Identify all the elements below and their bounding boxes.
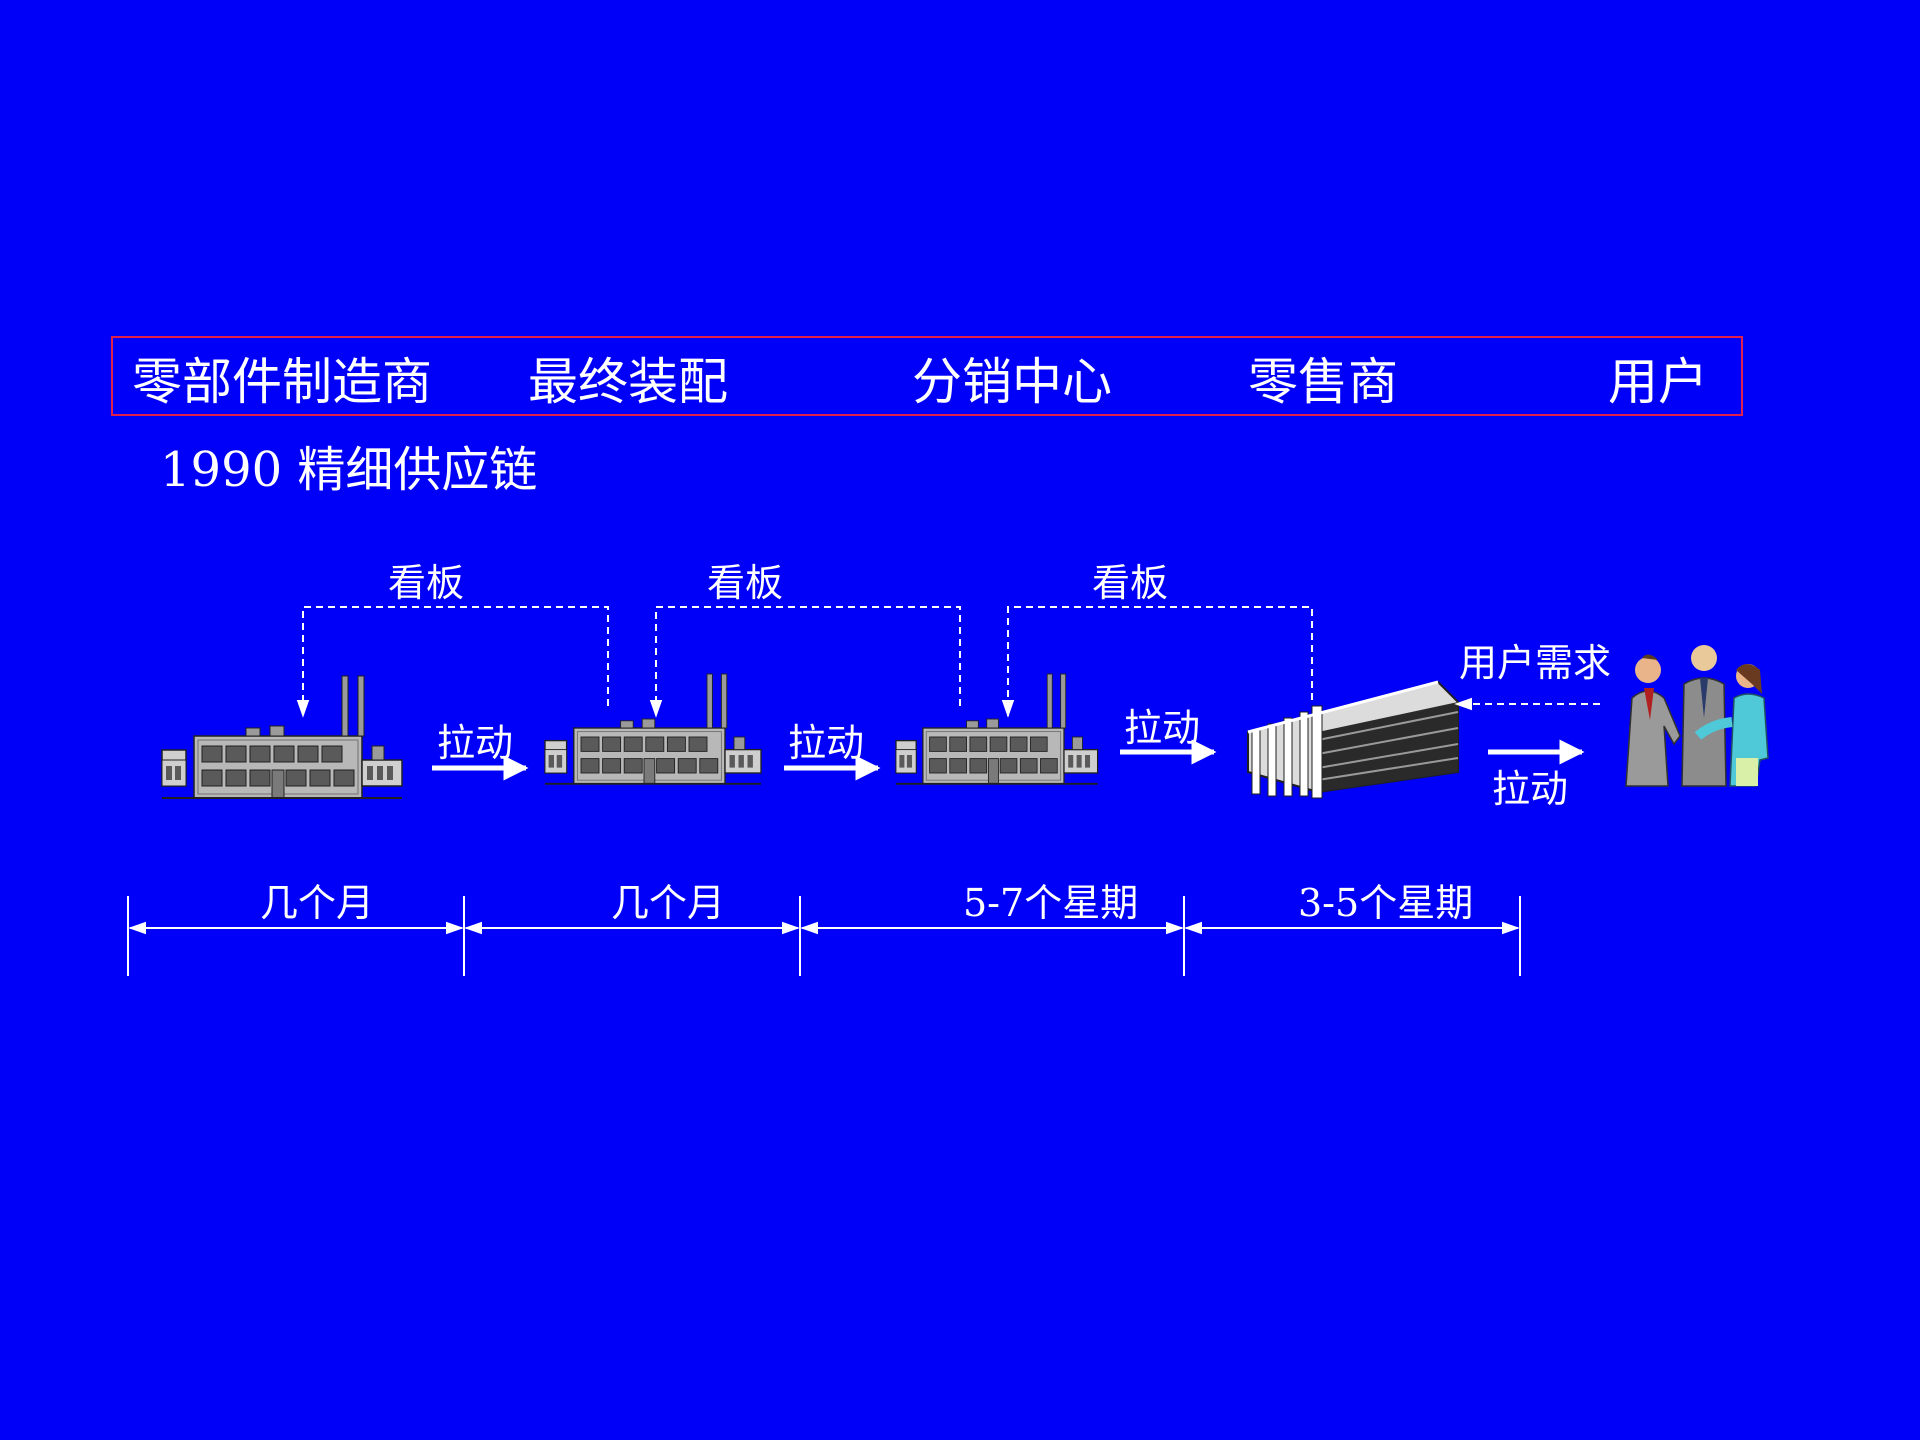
kanban-label-1: 看板 bbox=[388, 561, 465, 605]
period-label-2: 几个月 bbox=[611, 881, 726, 925]
pull-arrows bbox=[432, 739, 1585, 781]
stage-user: 用户 bbox=[1608, 353, 1708, 411]
factory-icon-1 bbox=[161, 675, 403, 799]
pull-label-1: 拉动 bbox=[437, 721, 514, 765]
kanban-label-3: 看板 bbox=[1092, 561, 1169, 605]
stage-header-box bbox=[111, 336, 1743, 416]
stage-distribution-center: 分销中心 bbox=[912, 353, 1112, 411]
pull-label-2: 拉动 bbox=[788, 721, 865, 765]
kanban-feedback-lines bbox=[296, 606, 1600, 718]
diagram-subtitle: 1990 精细供应链 bbox=[160, 442, 538, 498]
factory-icon-3 bbox=[895, 673, 1099, 785]
kanban-label-2: 看板 bbox=[707, 561, 784, 605]
office-building-icon bbox=[1247, 680, 1459, 799]
stage-retailer: 零售商 bbox=[1248, 353, 1398, 411]
pull-label-4: 拉动 bbox=[1492, 767, 1569, 811]
stage-final-assembly: 最终装配 bbox=[528, 353, 728, 411]
factory-icon-2 bbox=[544, 673, 762, 785]
period-label-4: 3-5个星期 bbox=[1298, 881, 1474, 925]
user-demand-label: 用户需求 bbox=[1459, 641, 1612, 685]
stage-parts-maker: 零部件制造商 bbox=[132, 353, 432, 411]
timeline bbox=[127, 896, 1521, 976]
pull-label-3: 拉动 bbox=[1124, 706, 1201, 750]
period-label-1: 几个月 bbox=[260, 881, 375, 925]
period-label-3: 5-7个星期 bbox=[963, 881, 1139, 925]
people-handshake-icon bbox=[1625, 645, 1769, 787]
